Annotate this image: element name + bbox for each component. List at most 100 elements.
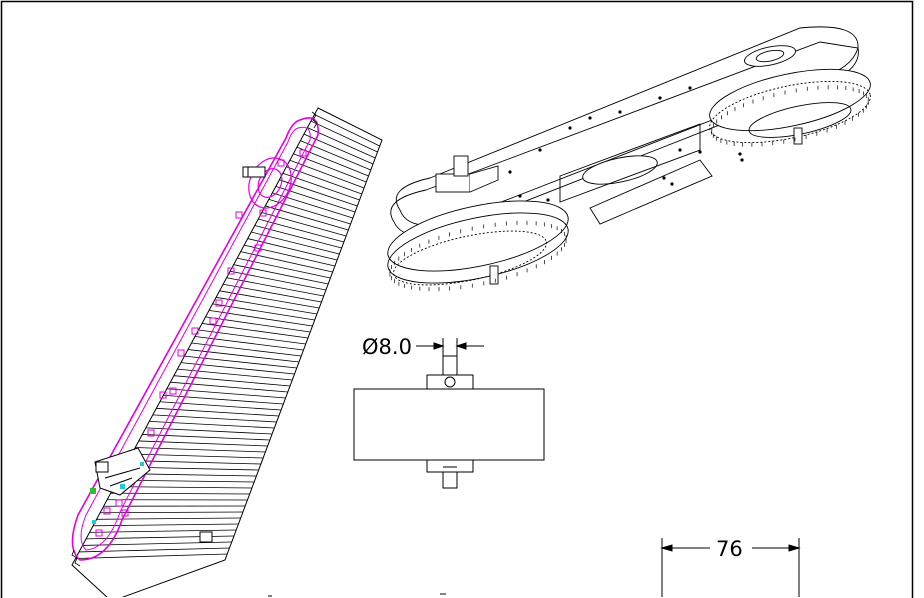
tread-rib bbox=[110, 492, 250, 495]
tread-rib bbox=[226, 277, 324, 297]
fastener bbox=[169, 387, 177, 395]
plate-hole bbox=[618, 110, 622, 114]
plate-hole bbox=[678, 148, 682, 152]
tread-rib bbox=[117, 479, 255, 483]
tread-rib bbox=[89, 529, 237, 533]
plate-hole bbox=[518, 194, 522, 198]
fastener bbox=[277, 159, 285, 167]
fastener bbox=[227, 267, 235, 275]
tread-rib bbox=[237, 257, 331, 279]
tread-rib bbox=[163, 394, 284, 405]
fastener bbox=[103, 507, 111, 515]
side-plate-teeth bbox=[71, 111, 318, 567]
length-label: 76 bbox=[716, 537, 743, 561]
tread-rib bbox=[93, 523, 239, 527]
tread-rib bbox=[138, 440, 268, 447]
tread-rib bbox=[230, 270, 327, 291]
iso-right-wheel bbox=[709, 68, 871, 132]
fastener bbox=[209, 317, 217, 325]
fastener bbox=[121, 509, 129, 517]
tread-rib bbox=[131, 453, 264, 459]
bottom-fragments bbox=[268, 593, 446, 597]
tread-rib bbox=[219, 290, 320, 309]
tread-rib bbox=[233, 264, 329, 285]
tread-rib bbox=[159, 401, 282, 411]
tread-rib bbox=[180, 362, 295, 375]
plate-hole bbox=[658, 96, 662, 100]
plate-hole bbox=[538, 148, 542, 152]
tread-rib bbox=[142, 434, 270, 441]
tread-rib bbox=[310, 120, 378, 153]
diameter-label: Ø8.0 bbox=[362, 335, 412, 359]
tread-rib bbox=[114, 486, 252, 489]
iso-plate-holes bbox=[508, 86, 744, 202]
tread-rib bbox=[82, 541, 232, 546]
tread-rib bbox=[191, 342, 302, 357]
fastener bbox=[235, 211, 243, 219]
iso-gear-teeth bbox=[389, 85, 869, 292]
plate-hole bbox=[698, 150, 702, 154]
bottom-motor-bracket bbox=[94, 447, 151, 496]
tread-rib bbox=[135, 447, 266, 453]
length-dimension bbox=[660, 538, 801, 597]
tread-rib bbox=[170, 381, 288, 393]
tread-rib bbox=[145, 427, 273, 435]
tread-rib bbox=[96, 517, 241, 520]
plate-hole bbox=[568, 126, 572, 130]
tread-rib bbox=[149, 420, 275, 429]
plate-hole bbox=[588, 116, 592, 120]
fastener bbox=[115, 499, 123, 507]
top-axle-stub bbox=[242, 166, 266, 178]
tread-rib bbox=[152, 414, 277, 423]
side-plate-outline bbox=[71, 117, 319, 561]
iso-shaft-stub bbox=[435, 155, 499, 193]
bottom-accents bbox=[90, 462, 144, 524]
tread-rib bbox=[208, 309, 313, 327]
tread-rib bbox=[198, 329, 306, 345]
fastener bbox=[147, 429, 155, 437]
tread-rib bbox=[184, 355, 297, 369]
tread-rib bbox=[166, 388, 286, 399]
side-plate-inner bbox=[80, 126, 311, 551]
fastener bbox=[191, 327, 199, 335]
fastener bbox=[259, 209, 267, 217]
tread-rib bbox=[187, 349, 300, 363]
tread-rib bbox=[173, 375, 291, 387]
tread-rib bbox=[75, 553, 228, 559]
plate-hole bbox=[508, 170, 512, 174]
tread-rib bbox=[128, 460, 261, 465]
track-module-isometric-view bbox=[387, 26, 871, 292]
bottom-axle-stub bbox=[199, 531, 213, 543]
diameter-dimension bbox=[416, 338, 484, 356]
plate-hole bbox=[740, 158, 744, 162]
tread-rib bbox=[156, 407, 279, 417]
fastener bbox=[177, 349, 185, 357]
iso-left-wheel bbox=[387, 200, 569, 272]
plate-hole bbox=[662, 176, 666, 180]
tread-rib bbox=[100, 511, 243, 514]
fastener bbox=[215, 299, 223, 307]
tread-rib bbox=[212, 303, 315, 321]
tread-rib bbox=[201, 323, 309, 339]
plate-hole bbox=[670, 182, 674, 186]
fastener bbox=[299, 149, 307, 157]
tread-rib bbox=[194, 336, 304, 351]
tread-rib bbox=[216, 296, 318, 315]
track-tread-body bbox=[71, 107, 383, 597]
plate-hole bbox=[738, 152, 742, 156]
tread-rib bbox=[223, 283, 322, 303]
fastener bbox=[159, 391, 167, 399]
track-assembly-side-view bbox=[71, 107, 383, 597]
tread-rib bbox=[314, 114, 380, 147]
plate-hole bbox=[546, 198, 550, 202]
shaft-section-view bbox=[353, 355, 545, 489]
tread-rib bbox=[177, 368, 293, 381]
tread-rib bbox=[205, 316, 311, 333]
fastener bbox=[95, 529, 103, 537]
coupling-body bbox=[353, 388, 545, 461]
side-plate-fasteners bbox=[95, 149, 307, 537]
fastener bbox=[254, 244, 262, 252]
